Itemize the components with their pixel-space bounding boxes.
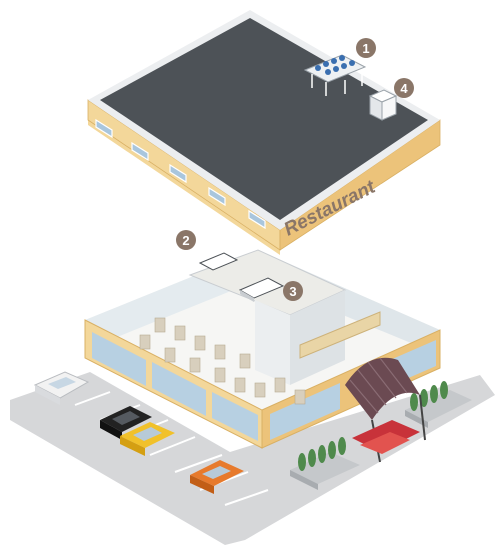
- callout-2-label: 2: [182, 233, 189, 248]
- callout-3-label: 3: [289, 284, 296, 299]
- callout-4: 4: [394, 78, 414, 98]
- roof-structure: [88, 10, 440, 255]
- callout-4-label: 4: [400, 81, 408, 96]
- callout-1: 1: [356, 38, 376, 58]
- callout-3: 3: [283, 281, 303, 301]
- callout-2: 2: [176, 230, 196, 250]
- ahu-box-icon: [370, 90, 396, 120]
- callout-1-label: 1: [362, 41, 369, 56]
